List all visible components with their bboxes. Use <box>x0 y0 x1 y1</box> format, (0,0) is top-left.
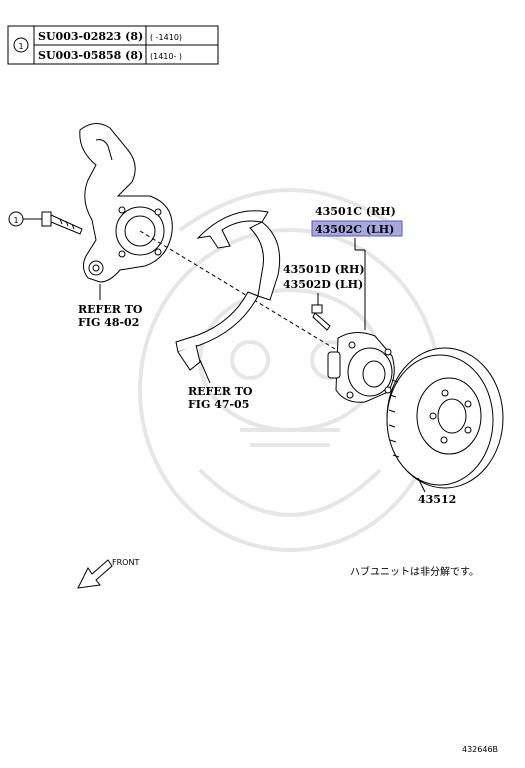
knuckle-refer-line-1: REFER TO <box>78 303 143 316</box>
shield-refer-line-2: FIG 47-05 <box>188 398 249 411</box>
shield-leader <box>199 359 211 384</box>
knuckle-refer-line-2: FIG 48-02 <box>78 316 139 329</box>
rotor-label: 43512 <box>418 493 456 506</box>
hub-lh-label: 43502C (LH) <box>315 223 394 236</box>
hub-rh-label: 43501C (RH) <box>315 205 396 218</box>
assembly-axis <box>139 230 346 356</box>
hub-bolt <box>311 304 331 331</box>
table-row-2-range: (1410- ) <box>150 52 182 61</box>
hub-lh-highlight <box>311 220 403 237</box>
callout-bolt: 1 <box>8 211 83 235</box>
dust-shield <box>175 210 281 371</box>
watermark-emblem <box>138 188 442 552</box>
diagram-id: 432646B <box>462 745 498 754</box>
reference-table: 1 SU003-02823 (8) ( -1410) SU003-05858 (… <box>7 25 219 65</box>
front-arrow-icon <box>77 559 113 589</box>
rotor-leader <box>417 477 426 493</box>
hub-bolt-rh-label: 43501D (RH) <box>283 263 365 276</box>
hub-bolt-lh-label: 43502D (LH) <box>283 278 363 291</box>
ref-mark-circle <box>13 37 29 53</box>
front-label: FRONT <box>112 558 139 567</box>
table-row-1-range: ( -1410) <box>150 33 182 42</box>
brake-rotor <box>386 347 504 489</box>
table-row-1-part: SU003-02823 (8) <box>38 30 143 43</box>
ref-mark-number: 1 <box>18 42 23 51</box>
table-row-2-part: SU003-05858 (8) <box>38 49 143 62</box>
shield-refer-line-1: REFER TO <box>188 385 253 398</box>
knuckle-bolt-head <box>41 211 52 227</box>
knuckle-bolt-shank <box>50 214 83 235</box>
hub-unit <box>327 332 395 403</box>
callout-mark-number: 1 <box>13 216 18 225</box>
non-disassembly-note: ハブユニットは非分解です。 <box>350 565 479 578</box>
steering-knuckle <box>79 123 173 283</box>
